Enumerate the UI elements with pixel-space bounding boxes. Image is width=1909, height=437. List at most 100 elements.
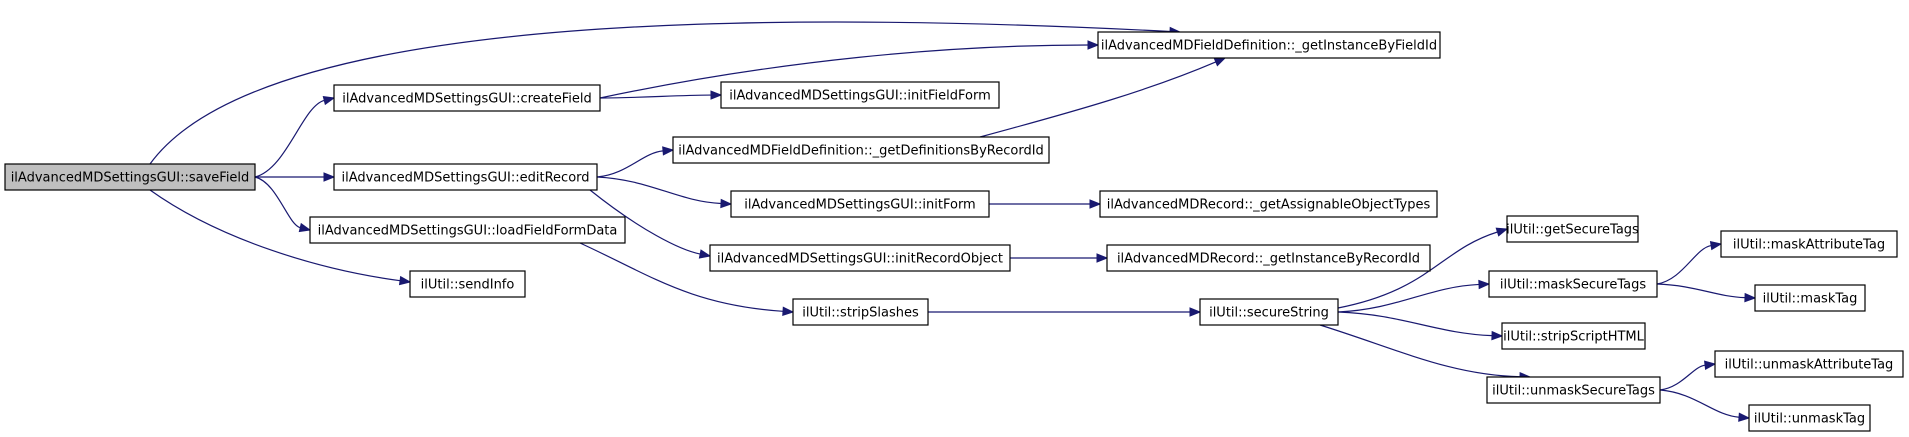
node-box	[1720, 230, 1898, 258]
arrowhead	[398, 275, 412, 286]
edge-line	[1659, 364, 1706, 391]
node-initForm[interactable]: ilAdvancedMDSettingsGUI::initForm	[730, 190, 990, 218]
node-box	[720, 81, 1000, 109]
node-getDefinitionsByRecordId[interactable]: ilAdvancedMDFieldDefinition::_getDefinit…	[672, 136, 1050, 164]
node-initFieldForm[interactable]: ilAdvancedMDSettingsGUI::initFieldForm	[720, 81, 1000, 109]
node-box	[730, 190, 990, 218]
arrowhead	[782, 306, 795, 317]
edge-saveField-to-sendInfo	[149, 189, 412, 286]
edge-secureString-to-unmaskSecureTags	[1319, 324, 1532, 382]
edge-saveField-to-editRecord	[254, 172, 336, 182]
node-label: ilUtil::maskSecureTags	[1500, 278, 1646, 293]
node-maskSecureTags[interactable]: ilUtil::maskSecureTags	[1488, 270, 1658, 298]
edge-line	[254, 176, 301, 229]
node-label: ilUtil::stripScriptHTML	[1503, 330, 1645, 345]
arrowhead	[720, 198, 733, 209]
node-unmaskSecureTags[interactable]: ilUtil::unmaskSecureTags	[1486, 376, 1661, 404]
node-maskAttributeTag[interactable]: ilUtil::maskAttributeTag	[1720, 230, 1898, 258]
node-label: ilAdvancedMDFieldDefinition::_getDefinit…	[678, 144, 1044, 159]
node-label: ilUtil::unmaskSecureTags	[1492, 384, 1655, 399]
arrowhead	[1213, 57, 1227, 67]
edge-maskSecureTags-to-maskTag	[1656, 283, 1757, 303]
node-label: ilUtil::stripSlashes	[802, 306, 919, 321]
node-label: ilUtil::getSecureTags	[1506, 223, 1639, 238]
arrowhead	[1744, 292, 1757, 303]
edge-secureString-to-getSecureTags	[1337, 227, 1509, 309]
node-createField[interactable]: ilAdvancedMDSettingsGUI::createField	[333, 84, 601, 112]
edge-line	[979, 61, 1217, 138]
node-getSecureTags[interactable]: ilUtil::getSecureTags	[1506, 215, 1639, 243]
edge-loadFieldFormData-to-stripSlashes	[579, 242, 795, 317]
arrowhead	[710, 90, 723, 100]
node-label: ilUtil::unmaskAttributeTag	[1725, 358, 1894, 373]
arrowhead	[1495, 227, 1509, 237]
node-sendInfo[interactable]: ilUtil::sendInfo	[409, 270, 526, 298]
node-getAssignableObjectTypes[interactable]: ilAdvancedMDRecord::_getAssignableObject…	[1099, 190, 1438, 218]
edge-editRecord-to-initForm	[596, 176, 733, 209]
arrowhead	[1096, 253, 1109, 263]
node-label: ilAdvancedMDSettingsGUI::saveField	[11, 171, 250, 186]
node-box	[1488, 270, 1658, 298]
node-label: ilAdvancedMDSettingsGUI::initRecordObjec…	[717, 252, 1003, 267]
edge-line	[599, 94, 712, 99]
node-getInstanceByFieldId[interactable]: ilAdvancedMDFieldDefinition::_getInstanc…	[1097, 31, 1441, 59]
node-label: ilAdvancedMDSettingsGUI::initForm	[744, 198, 975, 213]
node-secureString[interactable]: ilUtil::secureString	[1199, 298, 1339, 326]
node-box	[333, 163, 598, 191]
edge-line	[599, 44, 1089, 99]
node-box	[4, 163, 256, 191]
edge-line	[1659, 389, 1740, 418]
node-box	[672, 136, 1050, 164]
node-label: ilAdvancedMDRecord::_getAssignableObject…	[1107, 198, 1431, 213]
node-maskTag[interactable]: ilUtil::maskTag	[1754, 284, 1866, 312]
edge-saveField-to-loadFieldFormData	[254, 176, 312, 233]
node-label: ilUtil::maskAttributeTag	[1733, 238, 1885, 253]
node-stripSlashes[interactable]: ilUtil::stripSlashes	[792, 298, 929, 326]
edge-line	[149, 189, 401, 282]
node-getInstanceByRecordId[interactable]: ilAdvancedMDRecord::_getInstanceByRecord…	[1106, 244, 1431, 272]
edge-initRecordObject-to-getInstanceByRecordId	[1009, 253, 1109, 263]
node-box	[1748, 404, 1871, 432]
edge-initForm-to-getAssignableObjectTypes	[989, 199, 1102, 209]
node-box	[1099, 190, 1438, 218]
node-box	[1097, 31, 1441, 59]
node-label: ilAdvancedMDRecord::_getInstanceByRecord…	[1117, 252, 1420, 267]
arrowhead	[1478, 279, 1491, 290]
node-label: ilUtil::maskTag	[1763, 292, 1858, 307]
node-label: ilAdvancedMDSettingsGUI::createField	[342, 92, 591, 107]
arrowhead	[1738, 412, 1751, 422]
node-label: ilAdvancedMDFieldDefinition::_getInstanc…	[1101, 39, 1437, 54]
arrowhead	[662, 146, 675, 156]
arrowhead	[323, 172, 336, 182]
node-label: ilAdvancedMDSettingsGUI::loadFieldFormDa…	[318, 224, 618, 239]
nodes-layer: ilAdvancedMDSettingsGUI::saveFieldilAdva…	[4, 31, 1904, 432]
node-editRecord[interactable]: ilAdvancedMDSettingsGUI::editRecord	[333, 163, 598, 191]
edge-line	[596, 176, 722, 205]
edge-line	[149, 21, 1171, 165]
edge-saveField-to-createField	[254, 95, 336, 178]
node-loadFieldFormData[interactable]: ilAdvancedMDSettingsGUI::loadFieldFormDa…	[309, 216, 626, 244]
arrowhead	[298, 222, 312, 233]
edge-createField-to-getInstanceByFieldId	[599, 40, 1100, 99]
node-box	[333, 84, 601, 112]
node-unmaskAttributeTag[interactable]: ilUtil::unmaskAttributeTag	[1714, 350, 1904, 378]
node-initRecordObject[interactable]: ilAdvancedMDSettingsGUI::initRecordObjec…	[709, 244, 1011, 272]
arrowhead	[322, 95, 336, 106]
edge-line	[579, 242, 784, 312]
edge-maskSecureTags-to-maskAttributeTag	[1656, 240, 1723, 285]
node-box	[1501, 322, 1646, 350]
edge-getDefinitionsByRecordId-to-getInstanceByFieldId	[979, 57, 1227, 138]
edge-createField-to-initFieldForm	[599, 90, 723, 100]
edge-line	[1319, 324, 1521, 378]
node-unmaskTag[interactable]: ilUtil::unmaskTag	[1748, 404, 1871, 432]
node-label: ilAdvancedMDSettingsGUI::initFieldForm	[729, 89, 990, 104]
arrowhead	[698, 249, 712, 259]
node-box	[309, 216, 626, 244]
arrowhead	[1089, 199, 1102, 209]
node-box	[792, 298, 929, 326]
node-box	[1486, 376, 1661, 404]
node-stripScriptHTML[interactable]: ilUtil::stripScriptHTML	[1501, 322, 1646, 350]
node-saveField[interactable]: ilAdvancedMDSettingsGUI::saveField	[4, 163, 256, 191]
node-box	[1714, 350, 1904, 378]
